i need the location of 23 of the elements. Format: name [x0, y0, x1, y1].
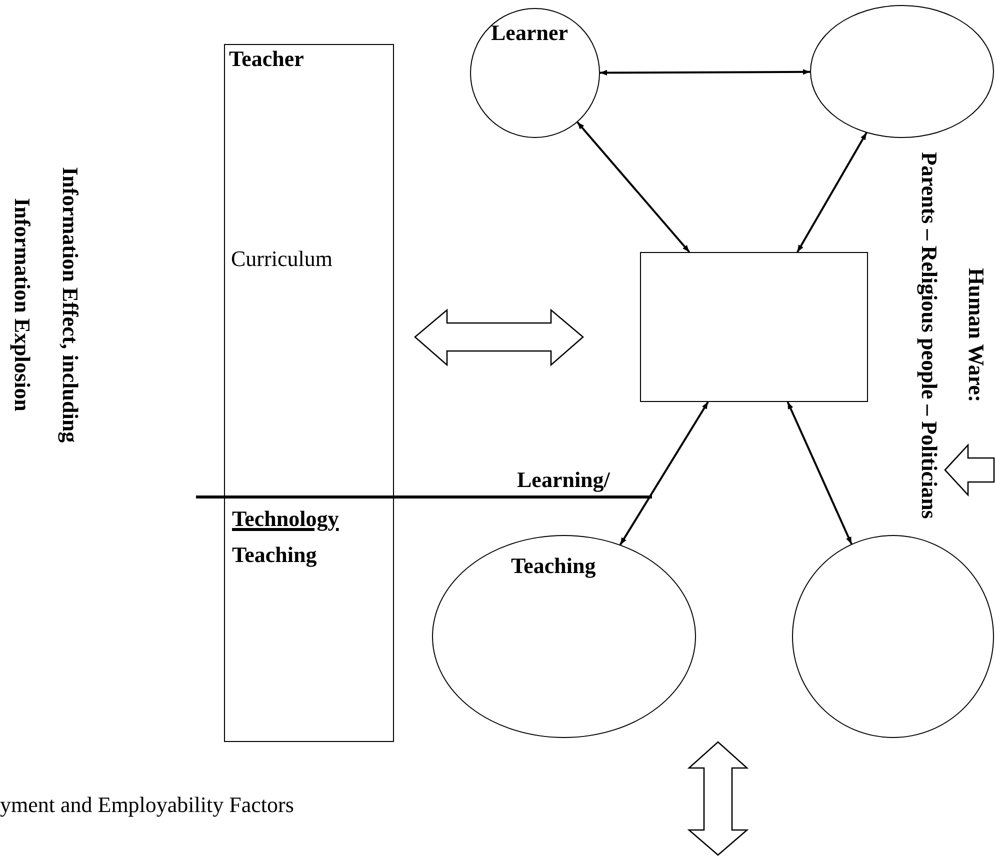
- vertical-label: Information Effect, including: [58, 166, 82, 445]
- double-arrow: [796, 132, 868, 252]
- empty-ellipse: [792, 535, 994, 738]
- node-label: Teaching: [511, 554, 596, 578]
- empty-ellipse: [810, 5, 994, 138]
- double-arrow: [600, 69, 810, 76]
- vertical-label: Parents – Religious people – Politicians: [917, 150, 942, 520]
- center-box: [640, 252, 868, 402]
- section-label: Learning/: [517, 468, 610, 492]
- vertical-label: Information Explosion: [10, 197, 34, 414]
- double-arrow: [786, 402, 852, 544]
- footer-text: yment and Employability Factors: [0, 793, 294, 818]
- section-label: Teaching: [232, 543, 317, 568]
- node-heading: Teacher: [229, 47, 304, 72]
- teaching-ellipse: [432, 535, 696, 738]
- node-label: Curriculum: [231, 247, 332, 272]
- node-label: Learner: [491, 21, 568, 46]
- double-arrow: [576, 122, 690, 253]
- curriculum-column-box: [224, 44, 394, 742]
- learner-ellipse: [470, 8, 600, 138]
- section-label: Technology: [232, 507, 339, 532]
- vertical-label: Human Ware:: [964, 266, 988, 404]
- double-arrow: [619, 401, 709, 546]
